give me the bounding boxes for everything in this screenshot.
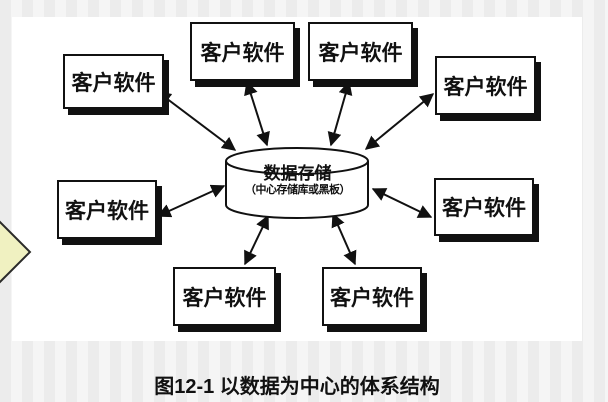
client-box-top-center-right: 客户软件: [308, 22, 413, 81]
data-store-cylinder: [225, 147, 369, 219]
client-box-label: 客户软件: [65, 199, 149, 223]
arrow-client7-datastore: [244, 214, 269, 266]
arrow-client3-datastore: [327, 80, 353, 147]
data-store-label: 数据存储 （中心存储库或黑板）: [227, 164, 368, 196]
arrow-client6-datastore: [371, 188, 433, 218]
arrow-client2-datastore: [244, 80, 270, 147]
client-box-bottom-left: 客户软件: [173, 267, 276, 326]
client-box-label: 客户软件: [442, 197, 526, 220]
client-box-right-upper: 客户软件: [435, 56, 536, 115]
client-box-label: 客户软件: [200, 41, 285, 65]
connector-arrows: [156, 80, 435, 266]
client-box-top-left: 客户软件: [63, 54, 164, 109]
client-box-label: 客户软件: [318, 41, 403, 65]
arrow-client8-datastore: [331, 212, 357, 266]
arrow-client1-datastore: [156, 91, 237, 151]
data-store-subtitle: （中心存储库或黑板）: [245, 183, 351, 196]
client-box-bottom-right: 客户软件: [322, 267, 422, 326]
client-box-label: 客户软件: [182, 286, 267, 310]
client-box-right-middle: 客户软件: [434, 178, 534, 236]
client-box-label: 客户软件: [443, 75, 528, 99]
client-box-label: 客户软件: [71, 71, 156, 95]
client-box-label: 客户软件: [330, 286, 414, 310]
client-box-left-middle: 客户软件: [57, 180, 157, 239]
arrow-client4-datastore: [364, 93, 435, 150]
data-store-title: 数据存储: [263, 164, 332, 183]
figure-caption: 图12-1 以数据为中心的体系结构: [154, 376, 440, 398]
client-box-top-center-left: 客户软件: [190, 22, 295, 81]
arrow-client5-datastore: [156, 184, 226, 218]
